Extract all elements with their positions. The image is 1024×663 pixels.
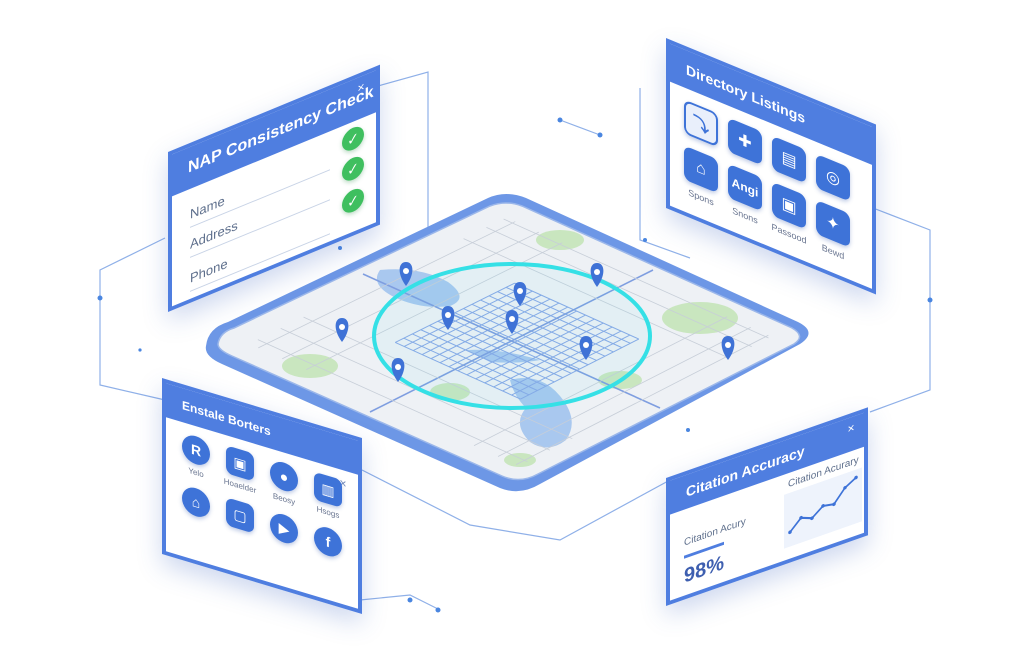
home-icon: ⌂ (191, 492, 201, 512)
check-icon: ✓ (342, 153, 364, 185)
social-icon-button[interactable]: ▢ (226, 497, 254, 534)
location-pin-icon[interactable] (721, 336, 735, 360)
citation-trend-point (810, 516, 814, 521)
pin-dot (594, 269, 600, 275)
street-line (471, 303, 597, 361)
city-map[interactable] (205, 194, 809, 492)
street-line (511, 334, 631, 396)
location-pin-icon[interactable] (505, 310, 519, 334)
social-icon-button[interactable]: ▶ (270, 510, 298, 547)
nap-field-name: Name (190, 192, 225, 222)
social-icon-button[interactable]: ● (270, 458, 298, 495)
pin-dot (395, 364, 401, 370)
youtube-icon: ▶ (278, 518, 290, 538)
citation-trend-chart (784, 467, 862, 549)
citation-trend-point (788, 530, 792, 535)
social-icon-button[interactable]: ▣ (226, 445, 254, 482)
directory-tile[interactable]: ▣ (772, 181, 806, 230)
social-icon-button[interactable]: f (314, 523, 342, 560)
square-icon: ▣ (233, 452, 247, 473)
street-line (502, 330, 622, 392)
social-icon-button[interactable]: R (182, 432, 210, 469)
directory-tile[interactable]: ✦ (816, 199, 850, 248)
grid-icon: ✚ (738, 130, 752, 154)
check-icon: ✓ (342, 185, 364, 217)
directory-tile[interactable]: Angi (728, 163, 762, 212)
citation-chart-bg (784, 467, 862, 549)
citation-trend-point (843, 485, 847, 490)
map-streets (362, 269, 661, 413)
citation-trend-point (799, 515, 803, 520)
street-line (493, 326, 613, 388)
clipboard-icon: ▤ (781, 148, 797, 172)
location-pin-icon[interactable] (335, 318, 349, 342)
directory-tile[interactable]: ✚ (728, 117, 762, 166)
nap-field-phone: Phone (190, 255, 228, 286)
pin-dot (509, 316, 515, 322)
pin-dot (403, 268, 409, 274)
road-line (497, 326, 751, 457)
directory-tile[interactable]: ⌂ (684, 145, 718, 194)
location-pin-icon[interactable] (399, 262, 413, 286)
location-pin-icon[interactable] (590, 263, 604, 287)
chat-icon: ● (279, 467, 289, 486)
pin-dot (517, 288, 523, 294)
yelp-icon: R (190, 440, 202, 460)
social-icon-button[interactable]: ⌂ (182, 484, 210, 521)
pin-dot (725, 342, 731, 348)
directory-tile[interactable]: ⤵ (684, 99, 718, 148)
street-line (475, 318, 595, 380)
angi-logo-icon: Angi (731, 175, 759, 201)
street-line (484, 322, 604, 384)
close-icon[interactable]: × (855, 170, 863, 187)
calendar-icon: ▥ (321, 479, 335, 500)
road-line (463, 238, 730, 359)
location-pin-icon[interactable] (441, 306, 455, 330)
directory-tile[interactable]: ▤ (772, 135, 806, 184)
storefront-icon: ▣ (781, 194, 797, 218)
pin-dot (445, 312, 451, 318)
street-line (514, 282, 640, 340)
target-icon: ◎ (826, 166, 840, 190)
street-line (520, 338, 640, 400)
location-pin-icon[interactable] (391, 358, 405, 382)
phone-icon: ▢ (233, 504, 247, 525)
citation-trend-points (788, 475, 858, 535)
citation-trend-point (821, 504, 825, 508)
building-icon: ⌂ (696, 158, 706, 180)
street-line (505, 286, 631, 344)
directory-tile[interactable]: ◎ (816, 153, 850, 202)
citation-trend-point (854, 475, 858, 480)
location-pin-icon[interactable] (513, 282, 527, 306)
pin-dot (583, 342, 589, 348)
road-line (486, 227, 752, 348)
facebook-icon: f (325, 533, 331, 551)
map-pins (335, 262, 735, 382)
street-line (466, 314, 586, 376)
map-minor-roads (257, 218, 769, 466)
street-line (463, 308, 589, 366)
radius-ring[interactable] (372, 262, 652, 410)
location-pin-icon[interactable] (579, 336, 593, 360)
citation-trend-point (832, 502, 836, 507)
check-icon: ✓ (342, 123, 364, 155)
citation-metric-value: 98% (684, 551, 725, 588)
citation-card: Citation Accuracy × Citation Acurary Cit… (666, 407, 868, 606)
arrow-icon: ⤵ (692, 114, 709, 138)
sparkle-icon: ✦ (826, 213, 840, 236)
street-line (454, 312, 580, 370)
pin-dot (339, 324, 345, 330)
road-line (503, 218, 769, 339)
street-line (488, 295, 614, 353)
